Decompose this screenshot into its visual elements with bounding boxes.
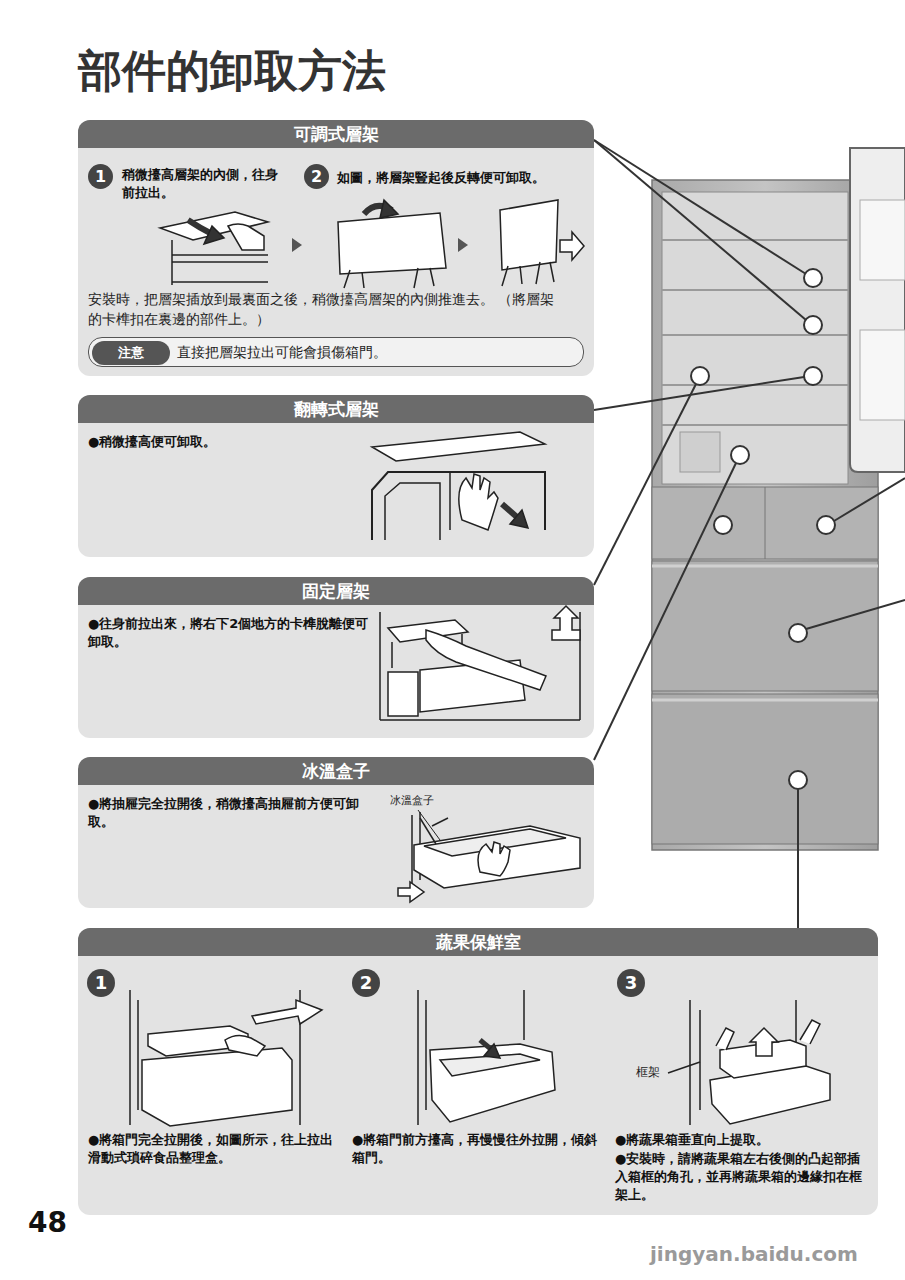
part-label: 冰溫盒子 xyxy=(390,793,434,808)
step-number-text: 3 xyxy=(617,969,645,997)
step-number: 2 xyxy=(352,969,380,997)
instruction-text: 如圖，將層架豎起後反轉便可卸取。 xyxy=(337,169,587,187)
chilled-box-figure xyxy=(398,812,580,902)
instruction-text: 稍微擡高層架的內側，往身前拉出。 xyxy=(122,166,282,202)
flip-shelf-figure xyxy=(372,432,545,540)
instruction-text: ●往身前拉出來，將右下2個地方的卡榫脫離便可卸取。 xyxy=(88,615,373,651)
part-label: 框架 xyxy=(636,1064,660,1081)
step-number-text: 2 xyxy=(304,164,329,189)
panel-heading: 翻轉式層架 xyxy=(78,395,594,423)
leader-lines xyxy=(594,140,905,928)
instruction-text: 直接把層架拉出可能會損傷箱門。 xyxy=(177,343,577,363)
instruction-text: ●安裝時，請將蔬果箱左右後側的凸起部插入箱框的角孔，並再將蔬果箱的邊緣扣在框架上… xyxy=(615,1150,867,1205)
watermark: jingyan.baidu.com xyxy=(650,1242,858,1266)
instruction-panel: 冰溫盒子 ●將抽屜完全拉開後，稍微擡高抽屜前方便可卸取。 xyxy=(78,757,594,908)
caution-box: 直接把層架拉出可能會損傷箱門。注意 xyxy=(88,337,584,367)
page-number: 48 xyxy=(28,1206,67,1239)
vegetable-drawer-figures xyxy=(130,990,830,1126)
instruction-text: ●將箱門前方擡高，再慢慢往外拉開，傾斜箱門。 xyxy=(352,1131,608,1167)
step-number-text: 1 xyxy=(88,164,113,189)
instruction-panel: 翻轉式層架 ●稍微擡高便可卸取。 xyxy=(78,395,594,557)
panel-heading: 蔬果保鮮室 xyxy=(78,928,878,956)
step-number-text: 2 xyxy=(352,969,380,997)
panel-heading: 冰溫盒子 xyxy=(78,757,594,785)
step-number: 1 xyxy=(88,164,113,189)
page-title: 部件的卸取方法 xyxy=(78,42,386,101)
caution-tag-text: 注意 xyxy=(92,341,170,365)
instruction-text: ●將蔬果箱垂直向上提取。 xyxy=(615,1131,867,1149)
instruction-text: ●將箱門完全拉開後，如圖所示，往上拉出滑動式瑣碎食品整理盒。 xyxy=(88,1131,346,1167)
panel-heading: 可調式層架 xyxy=(78,120,594,148)
callout-circles xyxy=(691,269,835,789)
fixed-shelf-figure xyxy=(380,606,580,720)
caution-tag: 注意 xyxy=(92,341,170,365)
panel-heading: 固定層架 xyxy=(78,577,594,605)
shelf-figures xyxy=(160,200,584,288)
instruction-text: ●將抽屜完全拉開後，稍微擡高抽屜前方便可卸取。 xyxy=(88,795,378,831)
step-number-text: 1 xyxy=(87,969,115,997)
instruction-text: 安裝時，把層架插放到最裏面之後，稍微擡高層架的內側推進去。 （將層架的卡榫扣在裏… xyxy=(88,290,568,329)
fridge-figure xyxy=(652,148,905,850)
step-number: 2 xyxy=(304,164,329,189)
step-number: 1 xyxy=(87,969,115,997)
instruction-panel: 固定層架 ●往身前拉出來，將右下2個地方的卡榫脫離便可卸取。 xyxy=(78,577,594,738)
instruction-panel: 蔬果保鮮室 ●將箱門完全拉開後，如圖所示，往上拉出滑動式瑣碎食品整理盒。●將箱門前… xyxy=(78,928,878,1215)
step-number: 3 xyxy=(617,969,645,997)
label-leader xyxy=(418,810,440,840)
instruction-panel: 可調式層架稍微擡高層架的內側，往身前拉出。 如圖，將層架豎起後反轉便可卸取。安裝時… xyxy=(78,120,594,376)
instruction-text: ●稍微擡高便可卸取。 xyxy=(88,433,358,451)
